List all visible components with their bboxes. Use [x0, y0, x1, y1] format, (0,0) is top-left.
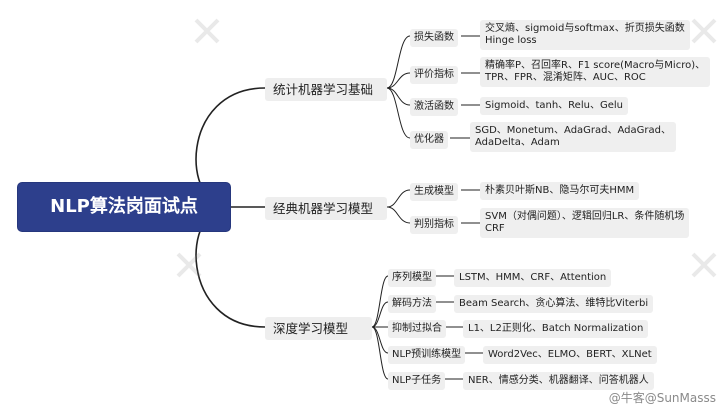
connector-stat-optimizer	[386, 87, 411, 139]
detail-loss-function: 交叉熵、sigmoid与softmax、折页损失函数 Hinge loss	[480, 20, 690, 50]
subtopic-decoding-method: 解码方法	[388, 295, 436, 313]
detail-line: Beam Search、贪心算法、维特比Viterbi	[459, 298, 649, 309]
subtopic-overfitting-suppression: 抑制过拟合	[388, 320, 446, 338]
connector-deep-seq	[371, 275, 389, 328]
subtopic-evaluation-metrics: 评价指标	[410, 66, 458, 84]
detail-line: Hinge loss	[485, 35, 537, 46]
detail-line: 交叉熵、sigmoid与softmax、折页损失函数	[485, 23, 685, 34]
detail-discriminative: SVM（对偶问题）、逻辑回归LR、条件随机场 CRF	[480, 208, 690, 238]
detail-line: TPR、FPR、混淆矩阵、AUC、ROC	[485, 72, 646, 83]
xmind-watermark-icon	[176, 252, 202, 278]
subtopic-discriminative: 判别指标	[410, 216, 458, 234]
detail-line: SVM（对偶问题）、逻辑回归LR、条件随机场	[485, 211, 685, 222]
detail-line: 精确率P、召回率R、F1 score(Macro与Micro)、	[485, 60, 706, 71]
connector-classic-gen	[386, 189, 411, 208]
detail-nlp-pretrained-models: Word2Vec、ELMO、BERT、XLNet	[483, 346, 657, 364]
subtopic-generative-model: 生成模型	[410, 183, 458, 201]
connector-stat-loss	[386, 35, 411, 89]
connector-deep-subtask	[371, 326, 389, 380]
subtopic-nlp-subtasks: NLP子任务	[388, 372, 446, 390]
detail-line: Word2Vec、ELMO、BERT、XLNet	[488, 349, 652, 360]
source-watermark: @牛客@SunMasss	[608, 391, 716, 405]
subtopic-sequence-model: 序列模型	[388, 269, 436, 287]
connector-deep-decode	[371, 301, 389, 328]
subtopic-loss-function: 损失函数	[410, 29, 458, 47]
connector-classic-disc	[386, 206, 411, 224]
xmind-watermark-icon	[691, 252, 717, 278]
detail-line: L1、L2正则化、Batch Normalization	[468, 323, 644, 334]
detail-line: SGD、Monetum、AdaGrad、AdaGrad、	[475, 125, 671, 136]
detail-nlp-subtasks: NER、情感分类、机器翻译、问答机器人	[463, 372, 654, 390]
detail-line: Sigmoid、tanh、Relu、Gelu	[485, 100, 623, 111]
detail-evaluation-metrics: 精确率P、召回率R、F1 score(Macro与Micro)、 TPR、FPR…	[480, 57, 711, 87]
connector-stat-metric	[386, 72, 411, 89]
subtopic-activation-function: 激活函数	[410, 98, 458, 116]
subtopic-optimizer: 优化器	[410, 131, 448, 149]
xmind-watermark-icon	[691, 18, 717, 44]
detail-line: CRF	[485, 223, 505, 234]
topic-statistical-ml-basics: 统计机器学习基础	[265, 78, 387, 101]
detail-line: AdaDelta、Adam	[475, 137, 560, 148]
detail-activation-function: Sigmoid、tanh、Relu、Gelu	[480, 97, 628, 115]
topic-deep-learning-models: 深度学习模型	[265, 317, 372, 340]
detail-generative-model: 朴素贝叶斯NB、隐马尔可夫HMM	[480, 182, 640, 200]
root-topic: NLP算法岗面试点	[18, 183, 230, 231]
subtopic-nlp-pretrained-models: NLP预训练模型	[388, 346, 466, 364]
detail-line: LSTM、HMM、CRF、Attention	[459, 272, 607, 283]
xmind-watermark-icon	[194, 18, 220, 44]
connector-deep-pretrain	[371, 326, 389, 354]
detail-overfitting-suppression: L1、L2正则化、Batch Normalization	[463, 320, 649, 338]
detail-line: 朴素贝叶斯NB、隐马尔可夫HMM	[485, 185, 635, 196]
topic-classic-ml-models: 经典机器学习模型	[265, 197, 387, 220]
detail-sequence-model: LSTM、HMM、CRF、Attention	[454, 269, 612, 287]
detail-line: NER、情感分类、机器翻译、问答机器人	[468, 375, 649, 386]
detail-optimizer: SGD、Monetum、AdaGrad、AdaGrad、 AdaDelta、Ad…	[470, 122, 676, 152]
detail-decoding-method: Beam Search、贪心算法、维特比Viterbi	[454, 295, 654, 313]
